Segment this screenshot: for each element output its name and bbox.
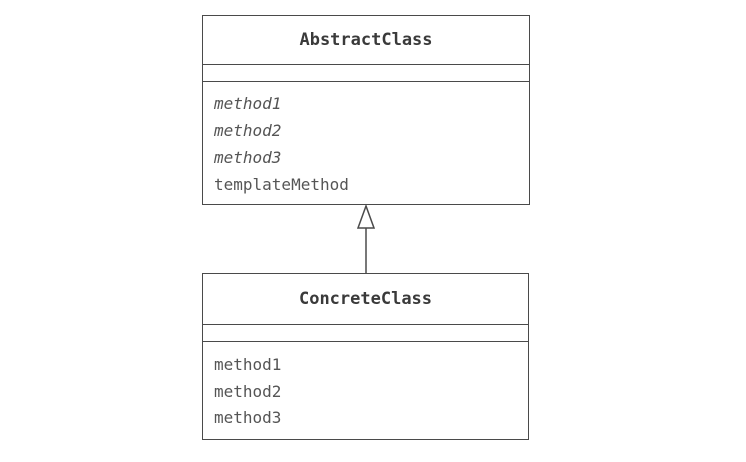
abstract-method-2: method2 [214, 121, 282, 140]
concrete-class-methods: method1 method2 method3 [203, 342, 528, 432]
concrete-class-attributes [203, 325, 528, 342]
abstract-class-name: AbstractClass [203, 16, 529, 65]
abstract-class-box: AbstractClass method1 method2 method3 te… [202, 15, 530, 205]
concrete-class-box: ConcreteClass method1 method2 method3 [202, 273, 529, 440]
abstract-class-methods: method1 method2 method3 templateMethod [203, 82, 529, 198]
abstract-method-3: method3 [214, 148, 282, 167]
template-method: templateMethod [214, 175, 349, 194]
concrete-method-2: method2 [214, 381, 282, 401]
abstract-method-1: method1 [214, 94, 282, 113]
inheritance-arrowhead [356, 203, 376, 229]
concrete-method-1: method1 [214, 355, 282, 374]
concrete-method-3: method3 [214, 408, 282, 427]
abstract-class-attributes [203, 65, 529, 82]
concrete-class-name: ConcreteClass [203, 274, 528, 325]
